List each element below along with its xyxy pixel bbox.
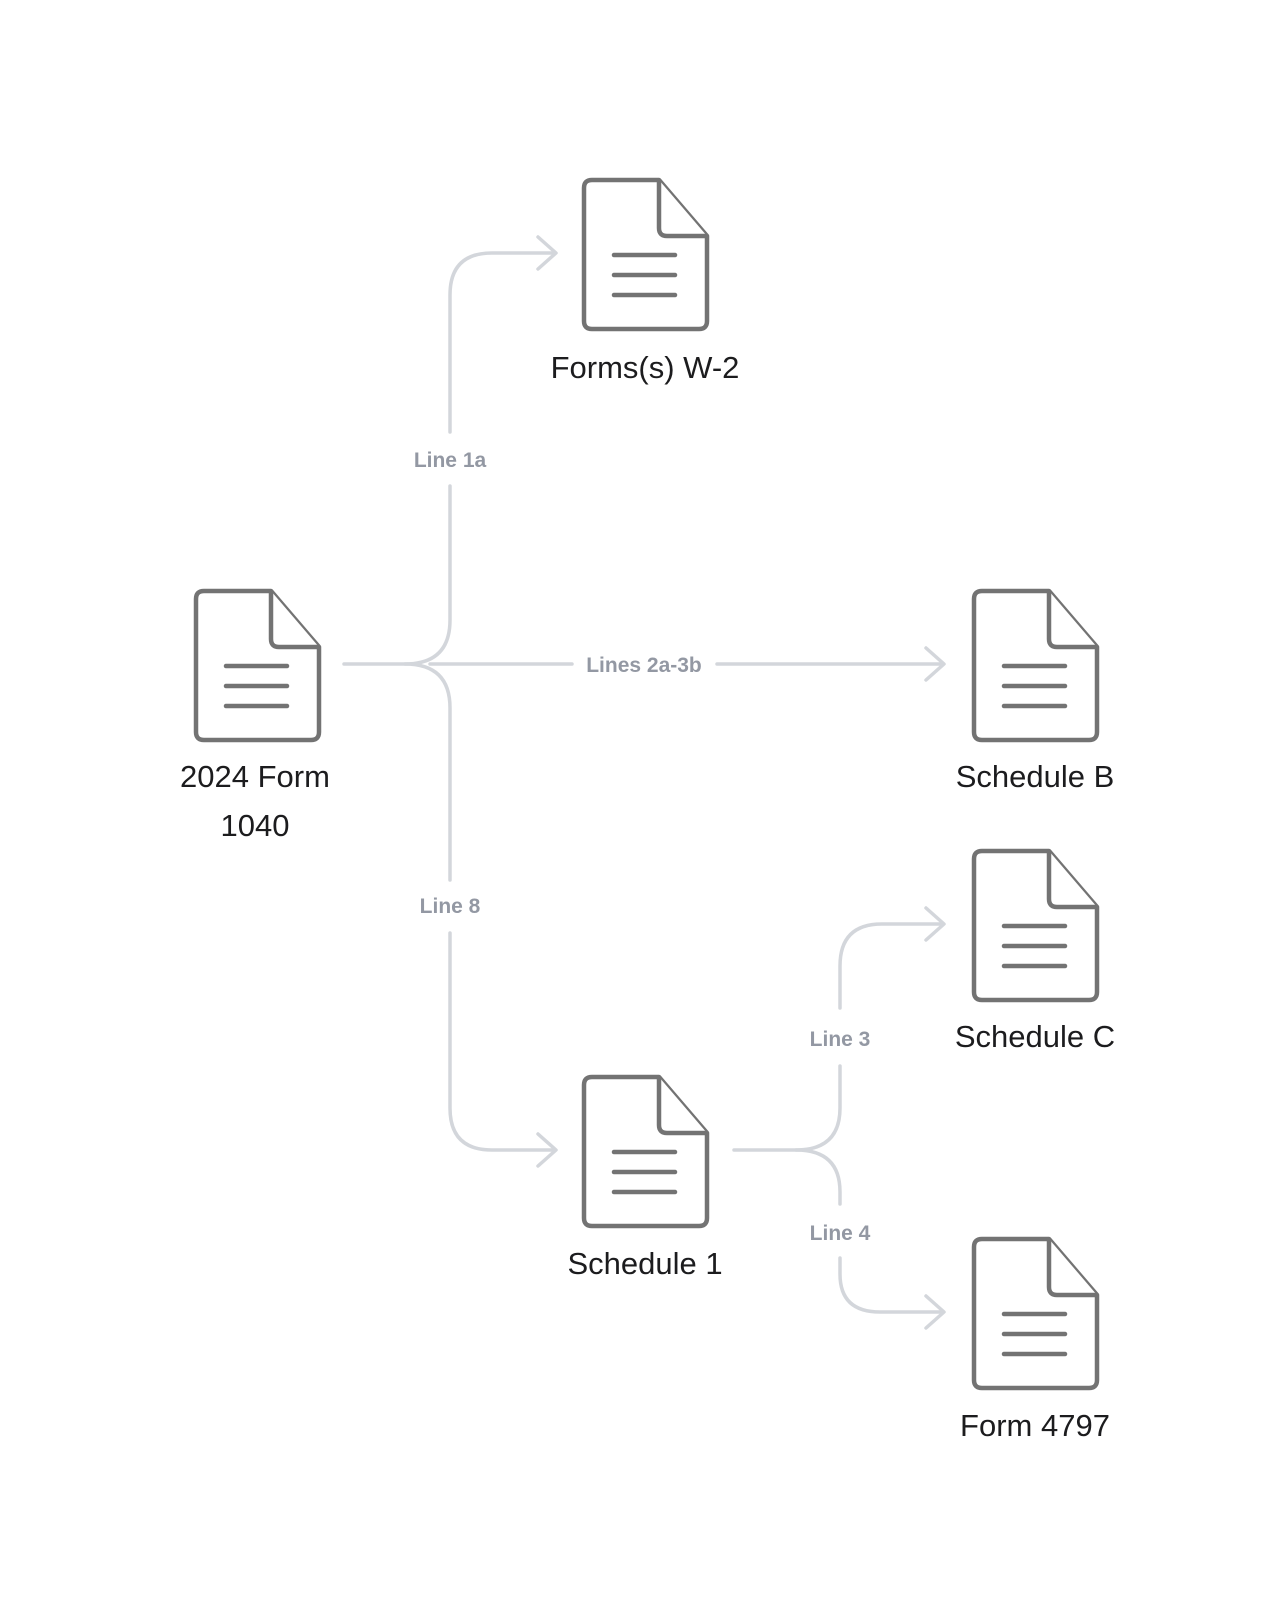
node-label-form-w2: Forms(s) W-2: [551, 350, 740, 385]
connector-to-form-4797-lower: [838, 1256, 945, 1314]
edge-labels: Line 1a Lines 2a-3b Line 8 Line 3 Line 4: [414, 449, 871, 1245]
node-label-form-4797: Form 4797: [960, 1408, 1110, 1443]
connector-to-schedule-1-upper: [403, 662, 452, 882]
arrowhead-form-4797: [924, 1294, 946, 1330]
arrowhead-schedule-c: [924, 906, 946, 942]
document-icon: [971, 848, 1100, 1003]
connector-to-schedule-c-lower: [732, 1064, 842, 1152]
node-form-4797[interactable]: Form 4797: [960, 1236, 1110, 1443]
arrowhead-schedule-b: [924, 646, 946, 682]
document-icon: [581, 1074, 710, 1229]
node-label-schedule-b: Schedule B: [956, 759, 1115, 794]
node-schedule-1[interactable]: Schedule 1: [567, 1074, 723, 1281]
node-schedule-c[interactable]: Schedule C: [955, 848, 1115, 1054]
connector-to-w2-upper: [448, 251, 557, 434]
edge-label-line-3: Line 3: [810, 1028, 871, 1051]
edge-label-lines-2a-3b: Lines 2a-3b: [586, 654, 702, 677]
edge-label-line-4: Line 4: [810, 1222, 871, 1245]
document-icon: [971, 1236, 1100, 1391]
document-icon: [193, 588, 322, 743]
document-icon: [581, 177, 710, 332]
connector-to-w2: [342, 484, 452, 666]
edge-label-line-8: Line 8: [420, 895, 481, 918]
node-form-1040[interactable]: 2024 Form 1040: [180, 588, 330, 843]
document-icon: [971, 588, 1100, 743]
connector-to-form-4797-upper: [794, 1148, 842, 1206]
node-form-w2[interactable]: Forms(s) W-2: [551, 177, 740, 385]
node-label-form-1040-line1: 2024 Form: [180, 759, 330, 794]
node-label-schedule-1: Schedule 1: [567, 1246, 722, 1281]
connectors: [342, 235, 946, 1330]
node-schedule-b[interactable]: Schedule B: [956, 588, 1115, 794]
connector-to-schedule-1-lower: [448, 931, 557, 1152]
arrowhead-w2: [536, 235, 558, 271]
edge-label-line-1a: Line 1a: [414, 449, 487, 472]
connector-to-schedule-c-upper: [838, 922, 945, 1010]
node-label-form-1040-line2: 1040: [221, 808, 290, 843]
node-label-schedule-c: Schedule C: [955, 1019, 1115, 1054]
arrowhead-schedule-1: [536, 1132, 558, 1168]
